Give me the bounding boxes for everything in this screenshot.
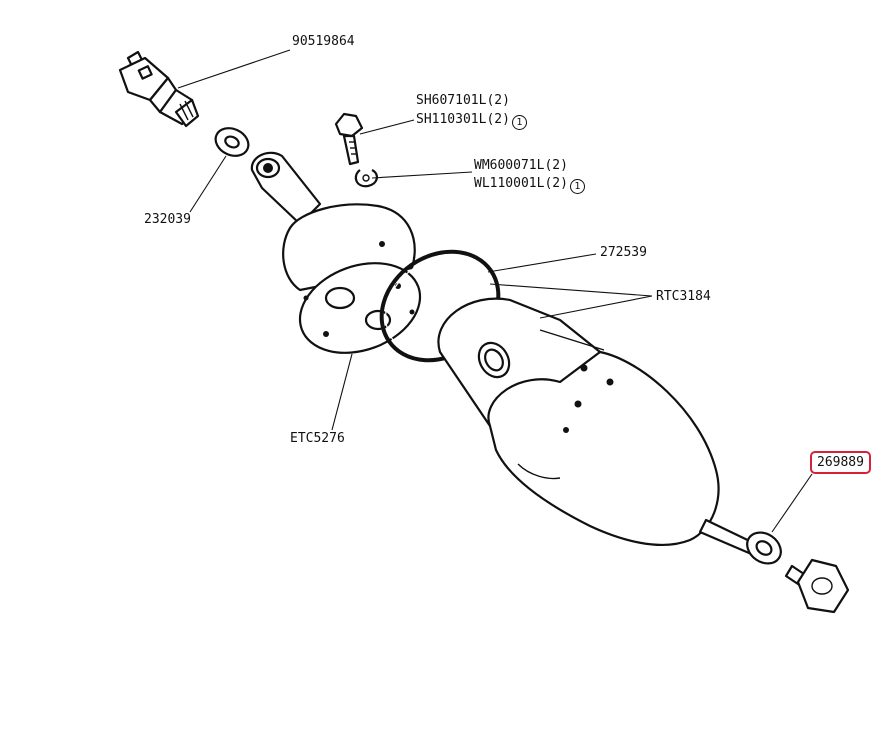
label-washer-a[interactable]: WM600071L(2) xyxy=(474,158,568,173)
label-bolt-b-text: SH110301L(2) xyxy=(416,112,510,127)
label-sensor-text: 90519864 xyxy=(292,34,355,49)
label-shaft-seal-text: 269889 xyxy=(817,455,864,470)
label-oring[interactable]: 272539 xyxy=(600,245,647,260)
label-sensor[interactable]: 90519864 xyxy=(292,34,355,49)
label-washer-b-text: WL110001L(2) xyxy=(474,176,568,191)
note-number-1-icon: 1 xyxy=(511,115,527,130)
motor-body-part[interactable] xyxy=(437,297,720,547)
label-bolt-b[interactable]: SH110301L(2)1 xyxy=(416,112,527,130)
label-washer-b[interactable]: WL110001L(2)1 xyxy=(474,176,585,194)
label-bolt-a[interactable]: SH607101L(2) xyxy=(416,93,510,108)
note-number-1-icon: 1 xyxy=(569,179,585,194)
label-endplate[interactable]: ETC5276 xyxy=(290,431,345,446)
sensor-switch-part[interactable] xyxy=(118,50,200,128)
label-washer-small[interactable]: 232039 xyxy=(144,212,191,227)
label-kit-text: RTC3184 xyxy=(656,289,711,304)
shaft-nut-part[interactable] xyxy=(796,558,850,614)
label-endplate-text: ETC5276 xyxy=(290,431,345,446)
shaft-seal-part[interactable] xyxy=(741,526,787,570)
leader-lines xyxy=(177,49,813,533)
label-oring-text: 272539 xyxy=(600,245,647,260)
label-washer-a-text: WM600071L(2) xyxy=(474,158,568,173)
small-washer-part[interactable] xyxy=(211,123,253,161)
label-washer-small-text: 232039 xyxy=(144,212,191,227)
label-shaft-seal[interactable]: 269889 xyxy=(810,451,871,474)
bolt-part[interactable] xyxy=(334,112,364,166)
spring-washer-part[interactable] xyxy=(354,169,378,188)
label-kit[interactable]: RTC3184 xyxy=(656,289,711,304)
label-bolt-a-text: SH607101L(2) xyxy=(416,93,510,108)
